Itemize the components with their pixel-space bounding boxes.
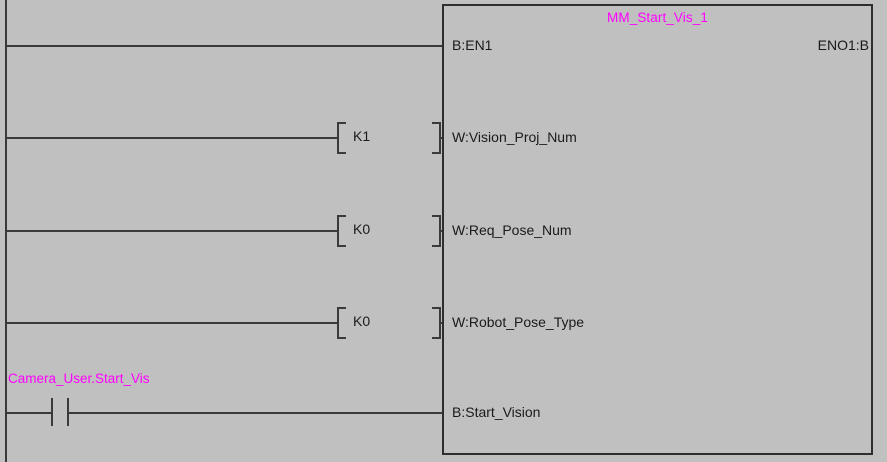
bracket-open-icon xyxy=(337,215,346,247)
bracket-open-icon xyxy=(337,307,346,339)
rung-wire-en1[interactable] xyxy=(5,45,443,47)
contact-tag-label-start-vis: Camera_User.Start_Vis xyxy=(8,371,150,386)
pin-label-vision-proj-num: W:Vision_Proj_Num xyxy=(452,129,577,145)
rung-wire-req-pose-num-left[interactable] xyxy=(5,230,338,232)
contact-bar-left-icon xyxy=(51,398,53,426)
function-block-mm-start-vis-1[interactable]: MM_Start_Vis_1 xyxy=(442,4,873,455)
pin-label-robot-pose-type: W:Robot_Pose_Type xyxy=(452,314,585,330)
bracket-open-icon xyxy=(337,122,346,154)
rung-wire-start-vision-a[interactable] xyxy=(5,412,51,414)
pin-label-start-vision: B:Start_Vision xyxy=(452,404,541,420)
constant-value-k0-req-pose: K0 xyxy=(353,221,371,237)
constant-box-k0-req-pose[interactable]: K0 xyxy=(337,215,441,247)
constant-box-k1[interactable]: K1 xyxy=(337,122,441,154)
pin-label-req-pose-num: W:Req_Pose_Num xyxy=(452,222,572,238)
constant-value-k0-robot-pose: K0 xyxy=(353,313,371,329)
rung-wire-vision-proj-num-left[interactable] xyxy=(5,137,338,139)
constant-value-k1: K1 xyxy=(353,128,371,144)
constant-box-k0-robot-pose[interactable]: K0 xyxy=(337,307,441,339)
rung-wire-robot-pose-type-left[interactable] xyxy=(5,322,338,324)
pin-label-en1: B:EN1 xyxy=(452,37,493,53)
rung-wire-start-vision-b[interactable] xyxy=(67,412,443,414)
pin-label-eno1: ENO1:B xyxy=(817,37,869,53)
function-block-title: MM_Start_Vis_1 xyxy=(607,10,708,25)
